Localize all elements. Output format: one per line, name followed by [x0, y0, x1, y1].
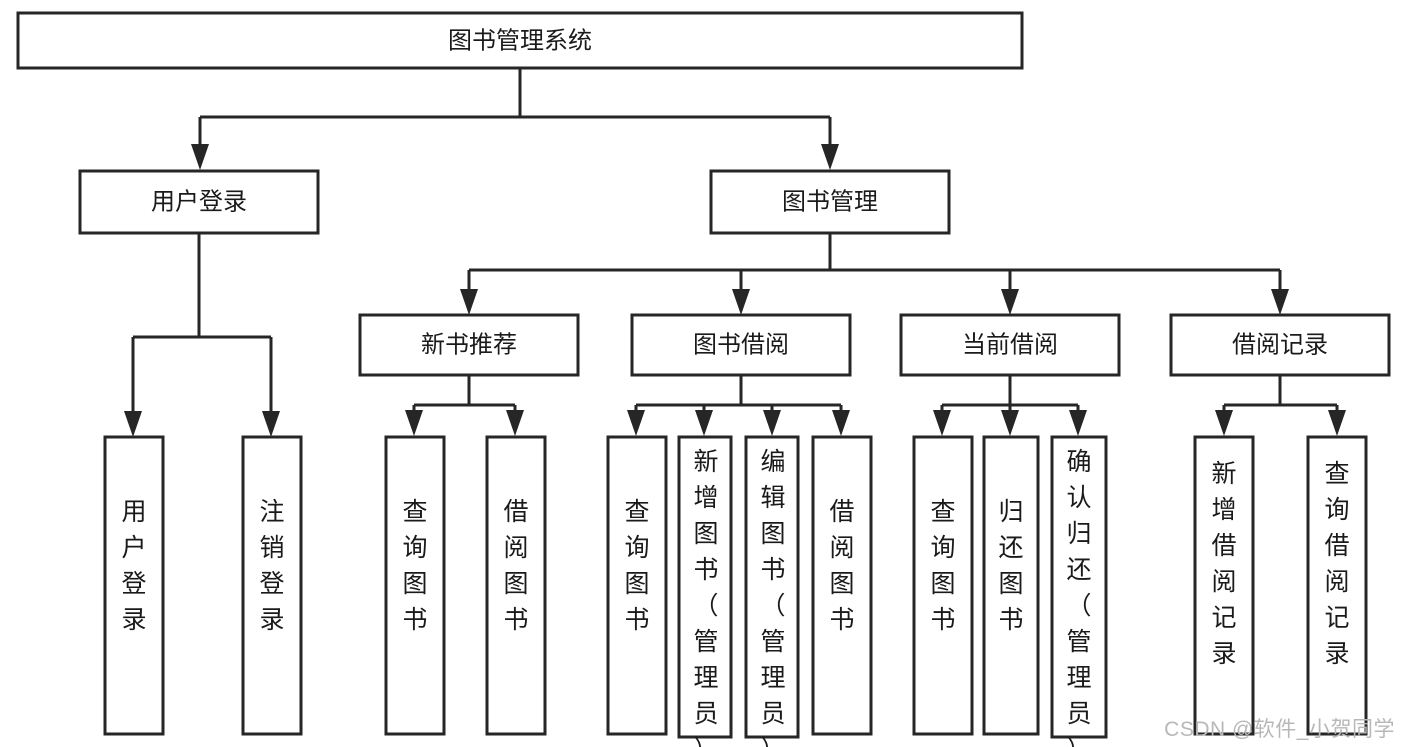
node-book-management-box[interactable] — [709, 169, 951, 235]
leaf-new-book-1-label: 查询图书 — [402, 498, 427, 634]
leaf-current-borrow-2-label: 归还图书 — [998, 498, 1023, 634]
leaf-current-borrow-1-box[interactable] — [912, 435, 974, 736]
arrowhead-leaf-bookborrow-2 — [695, 410, 713, 436]
node-current-borrow-label: 当前借阅 — [962, 331, 1058, 358]
node-book-borrow-box[interactable] — [630, 313, 852, 377]
leaf-borrow-record-2-box[interactable] — [1306, 435, 1368, 736]
leaf-book-borrow-1-box[interactable] — [606, 435, 668, 736]
arrowhead-leaf-currentborrow-1 — [933, 410, 951, 436]
leaf-book-borrow-1[interactable]: 查询图书 — [606, 435, 668, 736]
arrowhead-book-borrow — [732, 289, 750, 315]
leaf-current-borrow-1[interactable]: 查询图书 — [912, 435, 974, 736]
node-book-management[interactable]: 图书管理 — [709, 169, 951, 235]
node-root[interactable]: 图书管理系统 — [16, 11, 1024, 70]
leaf-borrow-record-2[interactable]: 查询借阅记录 — [1306, 435, 1368, 736]
leaf-book-borrow-3-label: 编辑图书（管理员） — [760, 448, 785, 747]
leaf-borrow-record-1-label: 新增借阅记录 — [1211, 460, 1236, 668]
node-borrow-record-label: 借阅记录 — [1232, 331, 1328, 358]
leaf-current-borrow-3[interactable]: 确认归还（管理员） — [1050, 435, 1108, 747]
node-new-book-recommend-box[interactable] — [358, 313, 580, 377]
node-current-borrow-box[interactable] — [899, 313, 1121, 377]
arrowhead-leaf-currentborrow-2 — [1001, 410, 1019, 436]
node-borrow-record[interactable]: 借阅记录 — [1169, 313, 1391, 377]
leaf-book-borrow-1-label: 查询图书 — [624, 498, 649, 634]
arrowhead-leaf-borrowrecord-1 — [1215, 410, 1233, 436]
arrowhead-new-book — [460, 289, 478, 315]
arrowhead-borrow-record — [1271, 289, 1289, 315]
leaf-new-book-2-label: 借阅图书 — [503, 498, 528, 634]
leaf-book-borrow-2-box[interactable] — [677, 435, 733, 739]
node-current-borrow[interactable]: 当前借阅 — [899, 313, 1121, 377]
leaf-new-book-1[interactable]: 查询图书 — [384, 435, 446, 736]
leaf-new-book-2-box[interactable] — [485, 435, 547, 736]
arrowhead-book-mgmt — [821, 144, 839, 170]
leaf-current-borrow-1-label: 查询图书 — [930, 498, 955, 634]
arrowhead-leaf-newbook-2 — [506, 410, 524, 436]
leaf-book-borrow-4-box[interactable] — [811, 435, 873, 736]
node-root-label: 图书管理系统 — [448, 27, 592, 54]
arrowhead-leaf-bookborrow-4 — [832, 410, 850, 436]
node-root-box[interactable] — [16, 11, 1024, 70]
leaf-user-login-1[interactable]: 用户登录 — [103, 435, 165, 736]
node-new-book-recommend[interactable]: 新书推荐 — [358, 313, 580, 377]
leaf-user-login-2-box[interactable] — [241, 435, 303, 736]
arrowhead-leaf-user-login-2 — [262, 411, 280, 437]
arrowhead-user-login — [191, 144, 209, 170]
node-user-login-box[interactable] — [78, 169, 320, 235]
leaf-book-borrow-4-label: 借阅图书 — [829, 498, 854, 634]
leaf-borrow-record-2-label: 查询借阅记录 — [1324, 460, 1349, 668]
node-user-login[interactable]: 用户登录 — [78, 169, 320, 235]
leaf-borrow-record-1-box[interactable] — [1193, 435, 1255, 736]
leaf-book-borrow-3[interactable]: 编辑图书（管理员） — [744, 435, 800, 747]
arrowhead-leaf-bookborrow-3 — [763, 410, 781, 436]
leaf-new-book-1-box[interactable] — [384, 435, 446, 736]
leaf-user-login-2[interactable]: 注销登录 — [241, 435, 303, 736]
leaf-current-borrow-2-box[interactable] — [982, 435, 1040, 736]
leaf-user-login-1-label: 用户登录 — [121, 498, 146, 634]
edges-layer — [124, 68, 1346, 437]
leaf-user-login-2-label: 注销登录 — [259, 498, 284, 634]
node-borrow-record-box[interactable] — [1169, 313, 1391, 377]
leaf-book-borrow-2[interactable]: 新增图书（管理员） — [677, 435, 733, 747]
leaf-user-login-1-box[interactable] — [103, 435, 165, 736]
node-book-borrow[interactable]: 图书借阅 — [630, 313, 852, 377]
arrowhead-leaf-currentborrow-3 — [1069, 410, 1087, 436]
arrowhead-leaf-borrowrecord-2 — [1328, 410, 1346, 436]
node-user-login-label: 用户登录 — [151, 188, 247, 215]
leaf-book-borrow-2-label: 新增图书（管理员） — [693, 448, 718, 747]
arrowhead-current-borrow — [1001, 289, 1019, 315]
leaf-book-borrow-4[interactable]: 借阅图书 — [811, 435, 873, 736]
node-book-borrow-label: 图书借阅 — [693, 331, 789, 358]
node-book-management-label: 图书管理 — [782, 188, 878, 215]
node-new-book-recommend-label: 新书推荐 — [421, 331, 517, 358]
leaf-current-borrow-2[interactable]: 归还图书 — [982, 435, 1040, 736]
arrowhead-leaf-bookborrow-1 — [627, 410, 645, 436]
arrowhead-leaf-user-login-1 — [124, 411, 142, 437]
leaf-new-book-2[interactable]: 借阅图书 — [485, 435, 547, 736]
csdn-watermark: CSDN @软件_小贺同学 — [1164, 718, 1395, 741]
leaf-current-borrow-3-label: 确认归还（管理员） — [1066, 448, 1091, 747]
leaf-current-borrow-3-box[interactable] — [1050, 435, 1108, 739]
arrowhead-leaf-newbook-1 — [405, 410, 423, 436]
leaf-borrow-record-1[interactable]: 新增借阅记录 — [1193, 435, 1255, 736]
leaf-book-borrow-3-box[interactable] — [744, 435, 800, 739]
